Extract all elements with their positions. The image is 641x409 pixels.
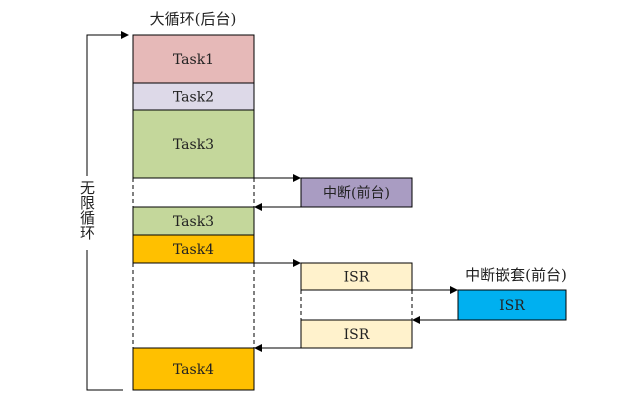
block-isr2: ISR bbox=[300, 319, 413, 349]
background-title: 大循环(后台) bbox=[150, 10, 237, 28]
block-label: ISR bbox=[344, 327, 370, 343]
dashed-gaps bbox=[132, 178, 413, 348]
loop-label: 无限循环 bbox=[78, 180, 96, 240]
block-rect bbox=[300, 262, 413, 291]
loop-bracket bbox=[86, 31, 129, 391]
block-rect bbox=[457, 289, 567, 321]
block-isr_nested: ISR bbox=[457, 289, 567, 321]
block-label: ISR bbox=[344, 270, 370, 286]
block-label: Task3 bbox=[173, 137, 214, 153]
block-label: Task1 bbox=[173, 52, 214, 68]
block-label: Task3 bbox=[173, 214, 214, 230]
block-task2: Task2 bbox=[132, 82, 255, 111]
block-rect bbox=[132, 234, 255, 264]
flow-arrows bbox=[254, 174, 458, 352]
block-rect bbox=[132, 82, 255, 111]
block-label: Task4 bbox=[173, 242, 214, 258]
block-label: Task2 bbox=[173, 90, 214, 106]
block-label: 中断(前台) bbox=[323, 185, 390, 202]
block-label: ISR bbox=[499, 298, 525, 314]
block-task4a: Task4 bbox=[132, 234, 255, 264]
block-interrupt: 中断(前台) bbox=[300, 177, 413, 208]
block-rect bbox=[132, 347, 255, 391]
block-isr1: ISR bbox=[300, 262, 413, 291]
block-rect bbox=[132, 34, 255, 84]
nested-title: 中断嵌套(前台) bbox=[465, 266, 567, 284]
block-rect bbox=[132, 109, 255, 179]
block-label: Task4 bbox=[173, 362, 214, 378]
block-rect bbox=[132, 206, 255, 236]
block-task3b: Task3 bbox=[132, 206, 255, 236]
block-task4b: Task4 bbox=[132, 347, 255, 391]
block-rect bbox=[300, 319, 413, 349]
block-task3a: Task3 bbox=[132, 109, 255, 179]
block-rect bbox=[300, 177, 413, 208]
block-task1: Task1 bbox=[132, 34, 255, 84]
